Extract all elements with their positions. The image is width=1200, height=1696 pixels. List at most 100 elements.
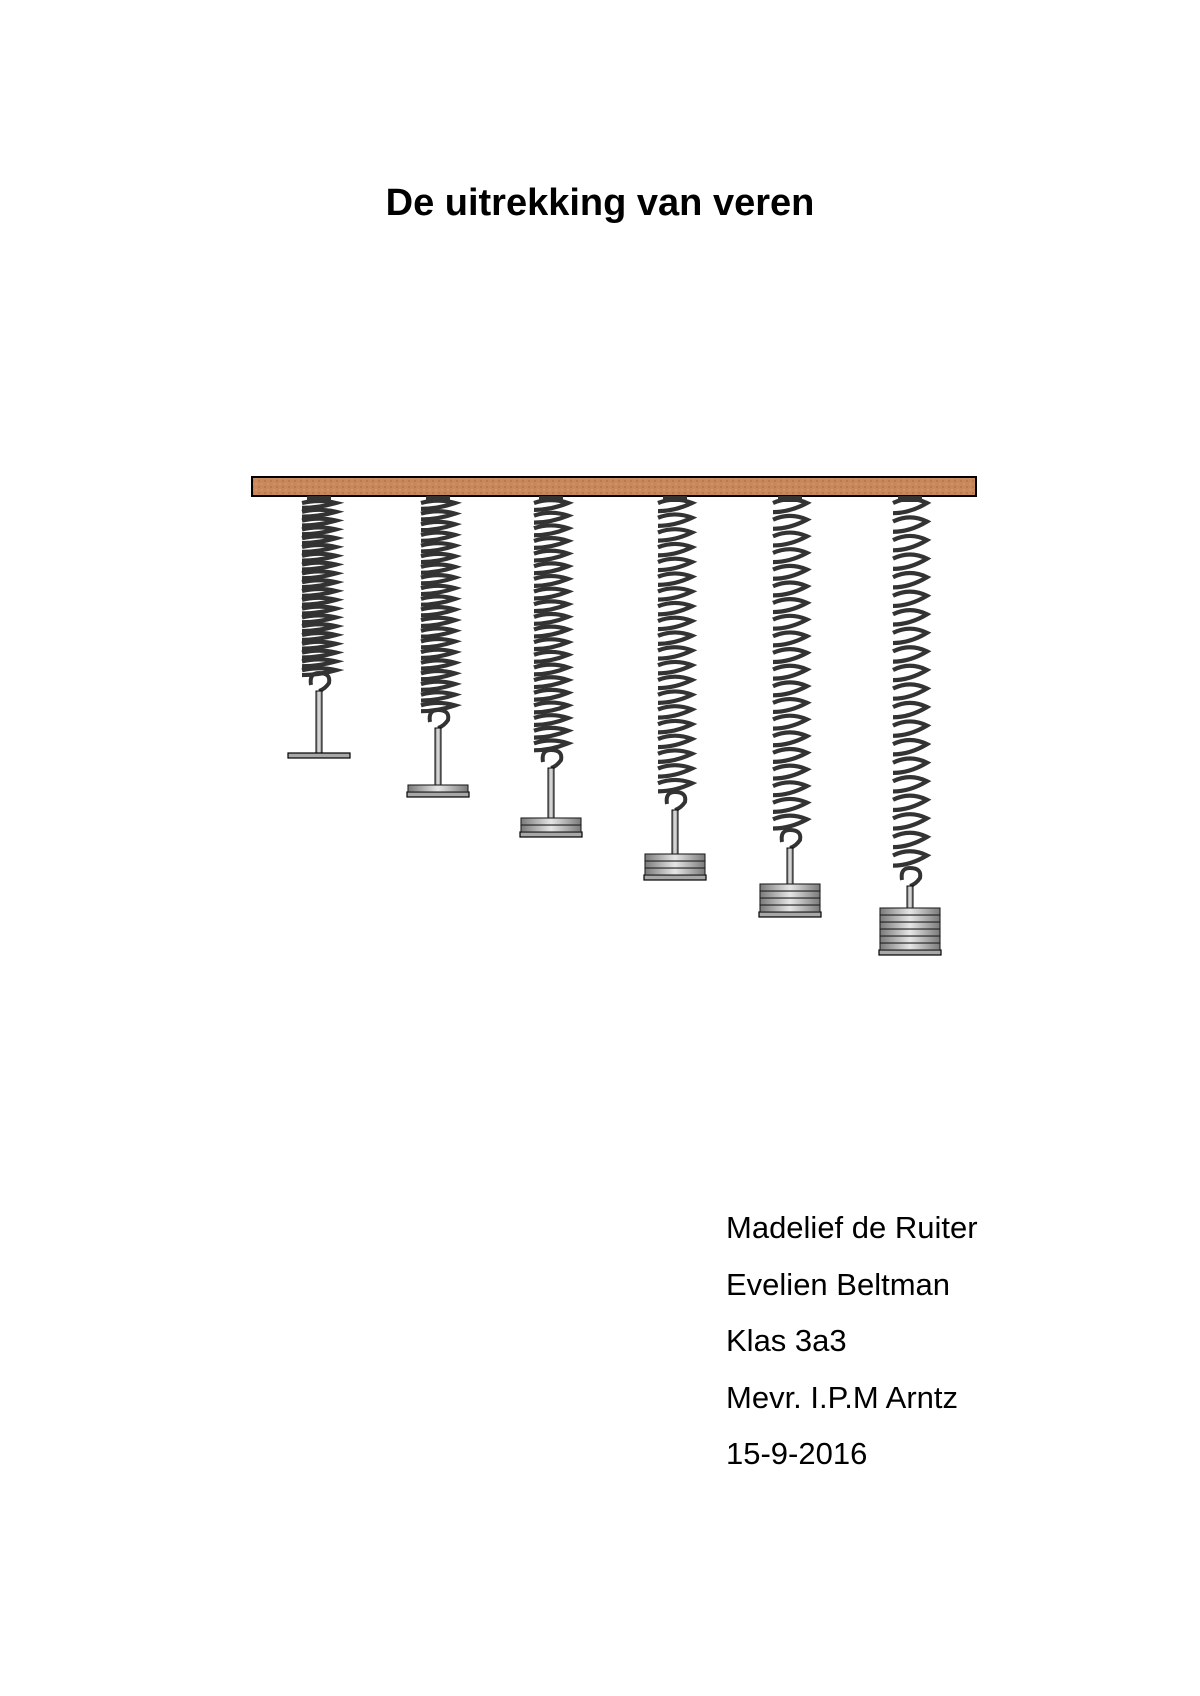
spring-coil (772, 563, 812, 581)
hook (664, 789, 688, 812)
spring-coil (533, 624, 575, 639)
spring-coil (892, 626, 932, 646)
spring-coil (772, 613, 812, 631)
spring-coil (657, 497, 698, 514)
spring-coil (657, 763, 698, 779)
spring-coil (301, 507, 345, 519)
author-info: Madelief de Ruiter Evelien Beltman Klas … (726, 1210, 978, 1493)
spring-coil (420, 668, 463, 682)
spring-coil (301, 630, 345, 642)
spring-coil (420, 583, 463, 597)
spring-coil (772, 746, 812, 765)
spring-coil (657, 704, 698, 720)
spring-coil (420, 562, 463, 575)
spring-coil (772, 663, 812, 681)
hanger-base (287, 752, 351, 759)
author-name-2: Evelien Beltman (726, 1266, 951, 1302)
spring-coil (420, 658, 463, 671)
weight-disc (644, 860, 706, 869)
spring-coil (533, 637, 575, 652)
spring-coil (657, 718, 698, 735)
spring-coil (772, 497, 812, 515)
wooden-beam (251, 476, 977, 497)
spring-coil (533, 725, 575, 740)
spring-coil (420, 498, 463, 511)
spring-coil (533, 611, 575, 626)
weight-disc (879, 921, 941, 930)
hook (779, 827, 803, 850)
hanger-base (519, 831, 583, 838)
spring-5 (758, 496, 822, 918)
spring-coil (301, 595, 345, 607)
spring-coil (772, 513, 812, 531)
spring-coil (657, 586, 698, 602)
spring-coil (657, 615, 698, 632)
spring-coil (533, 498, 575, 513)
hanger-rod (434, 727, 442, 793)
spring-coil (420, 530, 463, 543)
spring-coil (301, 551, 345, 563)
spring-coil (772, 597, 812, 615)
hanger-rod (315, 690, 323, 754)
spring-coil (420, 636, 463, 650)
spring-coil (892, 774, 932, 794)
spring-coil (420, 551, 463, 565)
hook (899, 865, 923, 888)
spring-coil (533, 548, 575, 563)
hanger-base (758, 911, 822, 918)
spring-coil (657, 674, 698, 691)
spring-coil (892, 552, 932, 571)
weight-disc (644, 867, 706, 876)
spring-3 (519, 496, 583, 838)
spring-coil (657, 748, 698, 764)
spring-coil (420, 541, 463, 554)
spring-coil (301, 639, 345, 651)
spring-coil (420, 690, 463, 703)
spring-coil (657, 689, 698, 705)
spring-coil (301, 525, 345, 537)
spring-coil (772, 580, 812, 598)
date: 15-9-2016 (726, 1436, 868, 1471)
spring-coil (657, 541, 698, 558)
spring-2 (406, 496, 470, 798)
spring-coil (533, 738, 575, 753)
spring-coil (772, 647, 812, 665)
spring-coil (420, 573, 463, 586)
spring-coil (892, 570, 932, 590)
hanger-base (878, 949, 942, 956)
spring-coil (301, 586, 345, 598)
spring-coil (892, 737, 932, 757)
spring-coil (420, 594, 463, 607)
spring-coil (657, 527, 698, 543)
spring-coil (420, 647, 463, 661)
spring-coil (772, 780, 812, 798)
spring-coil (772, 630, 812, 648)
spring-coil (772, 530, 812, 548)
spring-coil (892, 793, 932, 813)
spring-coil (892, 589, 932, 609)
class-label: Klas 3a3 (726, 1323, 847, 1358)
page-title: De uitrekking van veren (385, 182, 815, 224)
weight-disc (759, 883, 821, 892)
hook (427, 707, 451, 730)
spring-coil (657, 733, 698, 750)
spring-coil (657, 777, 698, 794)
spring-coil (892, 608, 932, 627)
spring-coil (892, 533, 932, 553)
weight-disc (759, 890, 821, 899)
spring-coil (301, 542, 345, 554)
spring-coil (533, 713, 575, 728)
spring-coil (892, 812, 932, 831)
spring-coil (657, 512, 698, 528)
spring-coil (533, 675, 575, 690)
spring-coil (420, 626, 463, 639)
spring-coil (892, 682, 932, 701)
spring-coil (772, 713, 812, 731)
spring-coil (657, 645, 698, 661)
spring-coil (301, 534, 345, 546)
spring-coil (533, 561, 575, 576)
spring-coil (420, 615, 463, 629)
spring-coil (301, 569, 345, 581)
weight-disc (759, 897, 821, 906)
spring-coil (301, 498, 345, 510)
